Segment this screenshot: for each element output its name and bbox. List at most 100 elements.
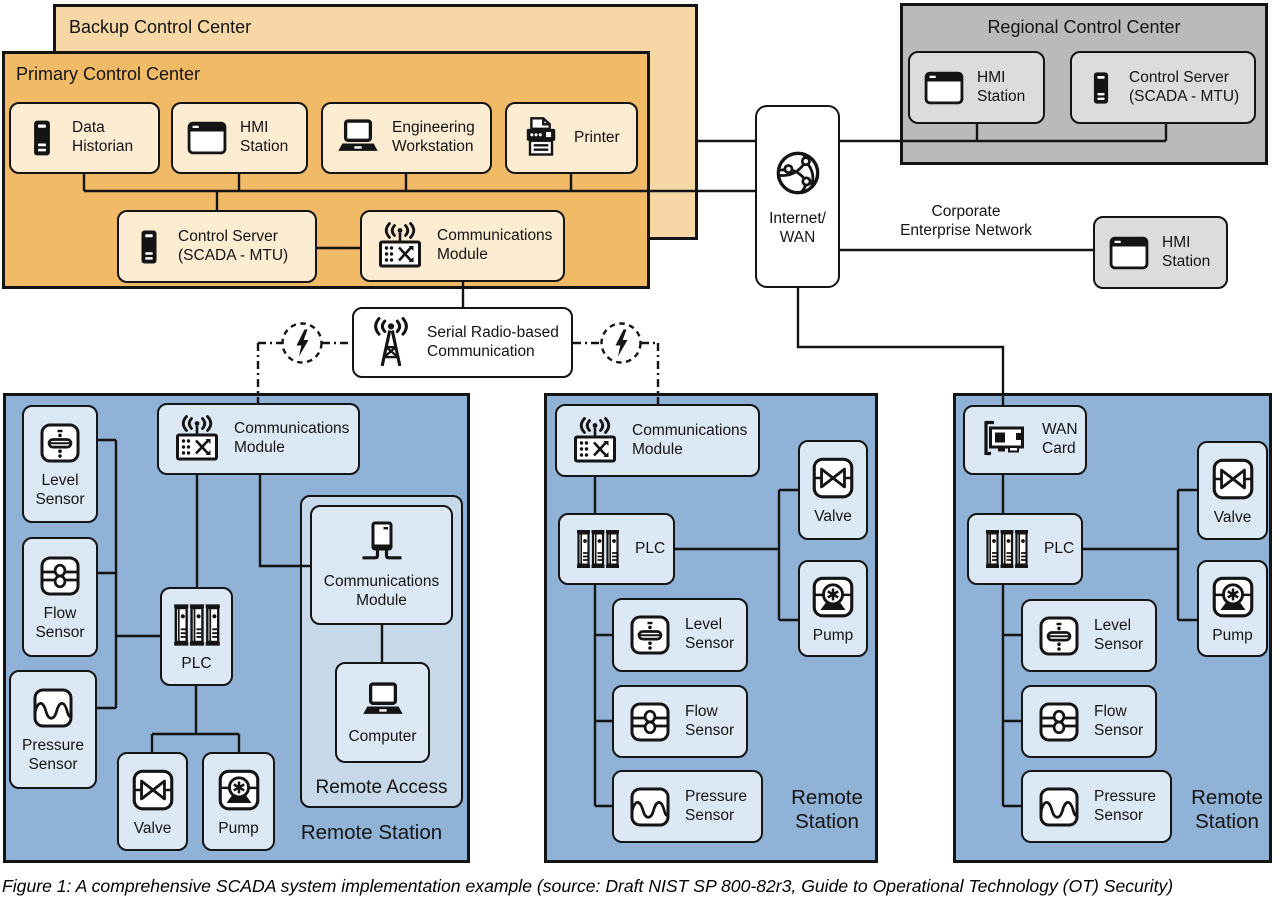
- comm-module-icon: [569, 417, 621, 465]
- flow-sensor-station3-label: Flow Sensor: [1094, 702, 1144, 739]
- modem-icon: [355, 520, 409, 568]
- hmi-station-regional-label: HMI Station: [977, 68, 1026, 105]
- printer-node: Printer: [505, 102, 638, 174]
- flow-sensor-station2-node: Flow Sensor: [612, 685, 748, 758]
- pressure-sensor-icon: [29, 684, 77, 732]
- backup-control-center-title: Backup Control Center: [69, 17, 252, 37]
- pressure-sensor-icon: [1035, 783, 1083, 831]
- plc-icon: [572, 526, 624, 572]
- valve-icon: [128, 765, 178, 815]
- plc-station2-node: PLC: [558, 513, 675, 585]
- wan-card-icon: [977, 418, 1031, 462]
- level-sensor-icon: [1035, 612, 1083, 660]
- pressure-sensor-station2-label: Pressure Sensor: [685, 787, 748, 824]
- remote-station-3-title: Remote Station: [1191, 786, 1263, 834]
- plc-station3-label: PLC: [1044, 539, 1075, 557]
- level-sensor-station1-label: Level Sensor: [35, 471, 85, 508]
- lightning-icon: [280, 321, 324, 365]
- pump-icon: [1208, 572, 1258, 622]
- remote-station-1-title: Remote Station: [300, 821, 443, 844]
- plc-station1-label: PLC: [181, 654, 212, 672]
- globe-network-icon: [771, 146, 825, 200]
- pump-icon: [808, 572, 858, 622]
- flow-sensor-station1-label: Flow Sensor: [35, 604, 85, 641]
- level-sensor-station3-label: Level Sensor: [1094, 616, 1144, 653]
- engineering-workstation-label: Engineering Workstation: [392, 119, 475, 155]
- level-sensor-icon: [626, 611, 674, 659]
- pump-icon: [214, 765, 264, 815]
- pressure-sensor-station1-label: Pressure Sensor: [21, 737, 85, 773]
- communications-module-station2-node: Communications Module: [555, 404, 760, 477]
- hmi-station-corporate-node: HMI Station: [1093, 216, 1228, 289]
- pressure-sensor-station1-node: Pressure Sensor: [9, 670, 97, 789]
- valve-icon: [808, 453, 858, 503]
- wan-card-label: WAN Card: [1042, 421, 1078, 457]
- valve-station3-node: Valve: [1197, 441, 1268, 540]
- printer-icon: [519, 115, 563, 161]
- hmi-station-regional-node: HMI Station: [908, 51, 1045, 124]
- control-server-regional-node: Control Server (SCADA - MTU): [1070, 51, 1256, 124]
- level-sensor-station2-node: Level Sensor: [612, 598, 748, 672]
- communications-module-primary-label: Communications Module: [437, 227, 553, 263]
- control-server-primary-node: Control Server (SCADA - MTU): [117, 210, 317, 283]
- lightning-icon: [599, 321, 643, 365]
- server-icon: [1084, 64, 1118, 112]
- hmi-station-primary-node: HMI Station: [171, 102, 308, 174]
- plc-station3-node: PLC: [967, 513, 1083, 585]
- data-historian-label: Data Historian: [72, 119, 134, 155]
- comm-module-icon: [171, 415, 223, 463]
- plc-icon: [981, 526, 1033, 572]
- laptop-icon: [358, 679, 408, 723]
- serial-radio-node: Serial Radio-based Communication: [352, 307, 573, 378]
- level-sensor-station1-node: Level Sensor: [22, 405, 98, 523]
- valve-station3-label: Valve: [1213, 508, 1252, 526]
- level-sensor-station2-label: Level Sensor: [685, 616, 735, 652]
- internet-wan-node: Internet/ WAN: [755, 105, 840, 288]
- radio-tower-icon: [366, 317, 416, 369]
- server-icon: [23, 116, 61, 160]
- communications-module-primary-node: Communications Module: [360, 210, 565, 282]
- pump-station1-node: Pump: [202, 752, 275, 851]
- flow-sensor-icon: [626, 698, 674, 746]
- computer-node: Computer: [335, 662, 430, 763]
- plc-station2-label: PLC: [635, 539, 666, 557]
- hmi-window-icon: [185, 117, 229, 159]
- flow-sensor-station2-label: Flow Sensor: [685, 702, 735, 739]
- plc-station1-node: PLC: [160, 587, 233, 686]
- communications-module-remote-access-label: Communications Module: [323, 572, 440, 609]
- pressure-sensor-icon: [626, 783, 674, 831]
- laptop-icon: [335, 116, 381, 160]
- hmi-station-corporate-label: HMI Station: [1162, 233, 1211, 270]
- pump-station3-label: Pump: [1212, 626, 1253, 644]
- corporate-enterprise-network-label: Corporate Enterprise Network: [900, 203, 1032, 239]
- wan-card-node: WAN Card: [963, 405, 1087, 475]
- valve-icon: [1208, 454, 1258, 504]
- hmi-station-primary-label: HMI Station: [240, 119, 289, 155]
- computer-label: Computer: [348, 727, 417, 745]
- serial-radio-label: Serial Radio-based Communication: [427, 323, 559, 360]
- flow-sensor-station1-node: Flow Sensor: [22, 537, 98, 657]
- pump-station2-label: Pump: [812, 626, 854, 644]
- wan-to-station3-connector: [796, 288, 1005, 405]
- pressure-sensor-station3-node: Pressure Sensor: [1021, 770, 1172, 843]
- plc-icon: [168, 600, 226, 650]
- remote-station-2-title: Remote Station: [791, 786, 863, 834]
- communications-module-station1-node: Communications Module: [157, 403, 360, 475]
- hmi-window-icon: [922, 67, 966, 109]
- flow-sensor-icon: [36, 552, 84, 600]
- level-sensor-icon: [36, 419, 84, 467]
- primary-control-center-title: Primary Control Center: [16, 64, 201, 84]
- regional-control-center-title: Regional Control Center: [987, 17, 1181, 37]
- valve-station2-label: Valve: [814, 508, 852, 526]
- pump-station1-label: Pump: [218, 819, 259, 837]
- engineering-workstation-node: Engineering Workstation: [321, 102, 492, 174]
- pump-station2-node: Pump: [798, 560, 868, 657]
- communications-module-station1-label: Communications Module: [234, 420, 350, 456]
- valve-station1-node: Valve: [117, 752, 188, 851]
- hmi-window-icon: [1107, 232, 1151, 274]
- printer-label: Printer: [574, 128, 620, 146]
- data-historian-node: Data Historian: [9, 102, 160, 174]
- figure-caption: Figure 1: A comprehensive SCADA system i…: [2, 876, 1174, 896]
- communications-module-remote-access-node: Communications Module: [310, 505, 453, 625]
